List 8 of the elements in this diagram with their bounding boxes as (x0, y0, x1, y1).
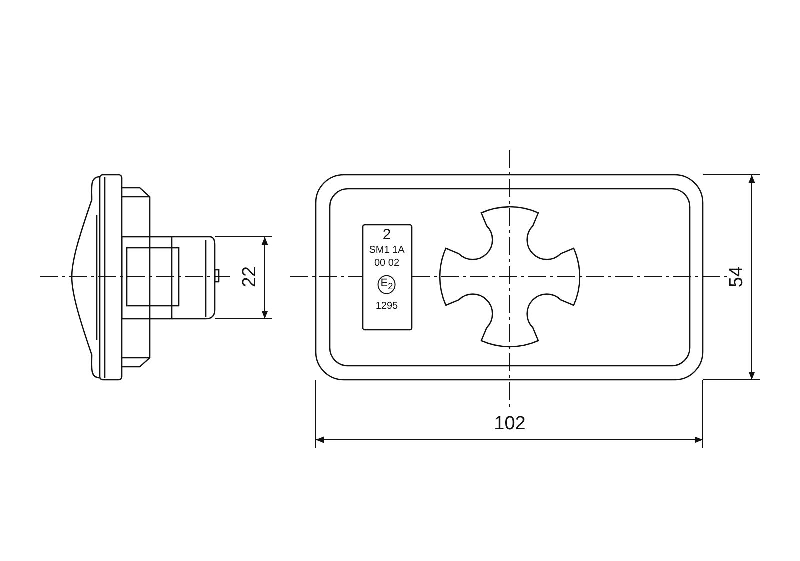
approval-code: SM1 1A (369, 246, 405, 256)
approval-mark: E$_{2}$ (378, 275, 396, 295)
dimension-label: 102 (494, 414, 526, 434)
dimension-label: 22 (240, 266, 260, 288)
dimension-label: 54 (728, 266, 746, 288)
approval-code: 1295 (376, 302, 398, 312)
plate-number: 2 (382, 228, 392, 242)
approval-code: 00 02 (374, 259, 400, 269)
